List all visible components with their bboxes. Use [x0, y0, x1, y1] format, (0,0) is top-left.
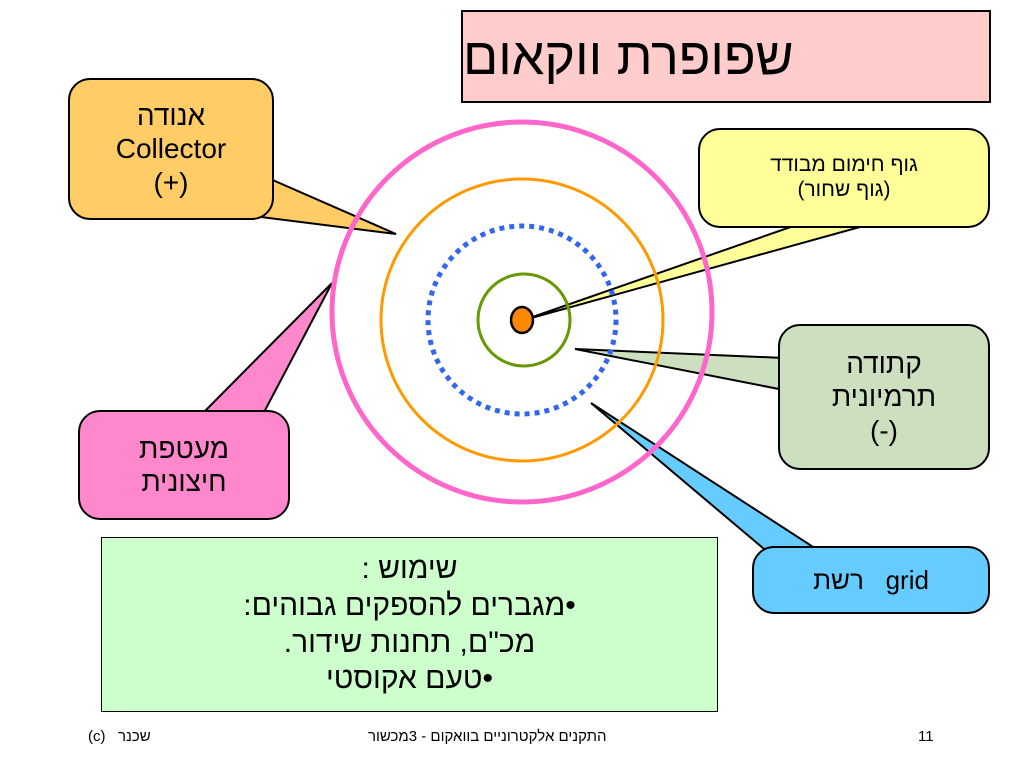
black-body-note: (גוף שחור): [797, 178, 891, 201]
anode-ring: [379, 177, 665, 463]
grid-ring: [425, 223, 619, 417]
envelope-label: מעטפת: [139, 432, 229, 464]
black-body-label: גוף חימום מבודד: [770, 153, 918, 177]
cathode-callout: קתודה תרמיונית (-): [778, 324, 990, 470]
usage-item-amplifiers: •מגברים להספקים גבוהים:: [243, 588, 576, 622]
footer-page-number: 11: [918, 728, 934, 745]
footer-course: התקנים אלקטרוניים בוואקום - 3מכשור: [368, 728, 607, 745]
heater-core: [509, 305, 535, 335]
envelope-label-2: חיצונית: [141, 466, 227, 497]
cathode-type: תרמיונית: [831, 381, 937, 413]
usage-box: שימוש : •מגברים להספקים גבוהים: מכ"ם, תח…: [101, 537, 718, 712]
cathode-polarity: (-): [870, 414, 898, 446]
cathode-label: קתודה: [846, 348, 922, 380]
envelope-callout: מעטפת חיצונית: [78, 410, 290, 520]
anode-label-english: Collector: [115, 133, 227, 165]
black-body-pointer: [523, 221, 879, 321]
usage-item-acoustic: •טעם אקוסטי: [326, 662, 494, 696]
cathode-pointer: [574, 348, 785, 392]
usage-item-amplifiers-examples: מכ"ם, תחנות שידור.: [283, 625, 536, 659]
cathode-ring: [476, 272, 572, 368]
envelope-ring: [329, 119, 715, 505]
page-title: שפופרת ווקאום: [461, 10, 991, 103]
anode-polarity: (+): [153, 166, 189, 198]
anode-callout: אנודה Collector (+): [68, 78, 274, 220]
footer-author: (c) שכנר: [88, 728, 151, 745]
anode-label-hebrew: אנודה: [136, 100, 206, 132]
grid-callout: רשת grid: [752, 546, 990, 614]
envelope-pointer: [197, 282, 333, 417]
grid-label-english: grid: [885, 564, 929, 595]
black-body-callout: גוף חימום מבודד (גוף שחור): [698, 128, 990, 228]
grid-label-hebrew: רשת: [813, 564, 864, 595]
usage-heading: שימוש :: [361, 552, 458, 586]
